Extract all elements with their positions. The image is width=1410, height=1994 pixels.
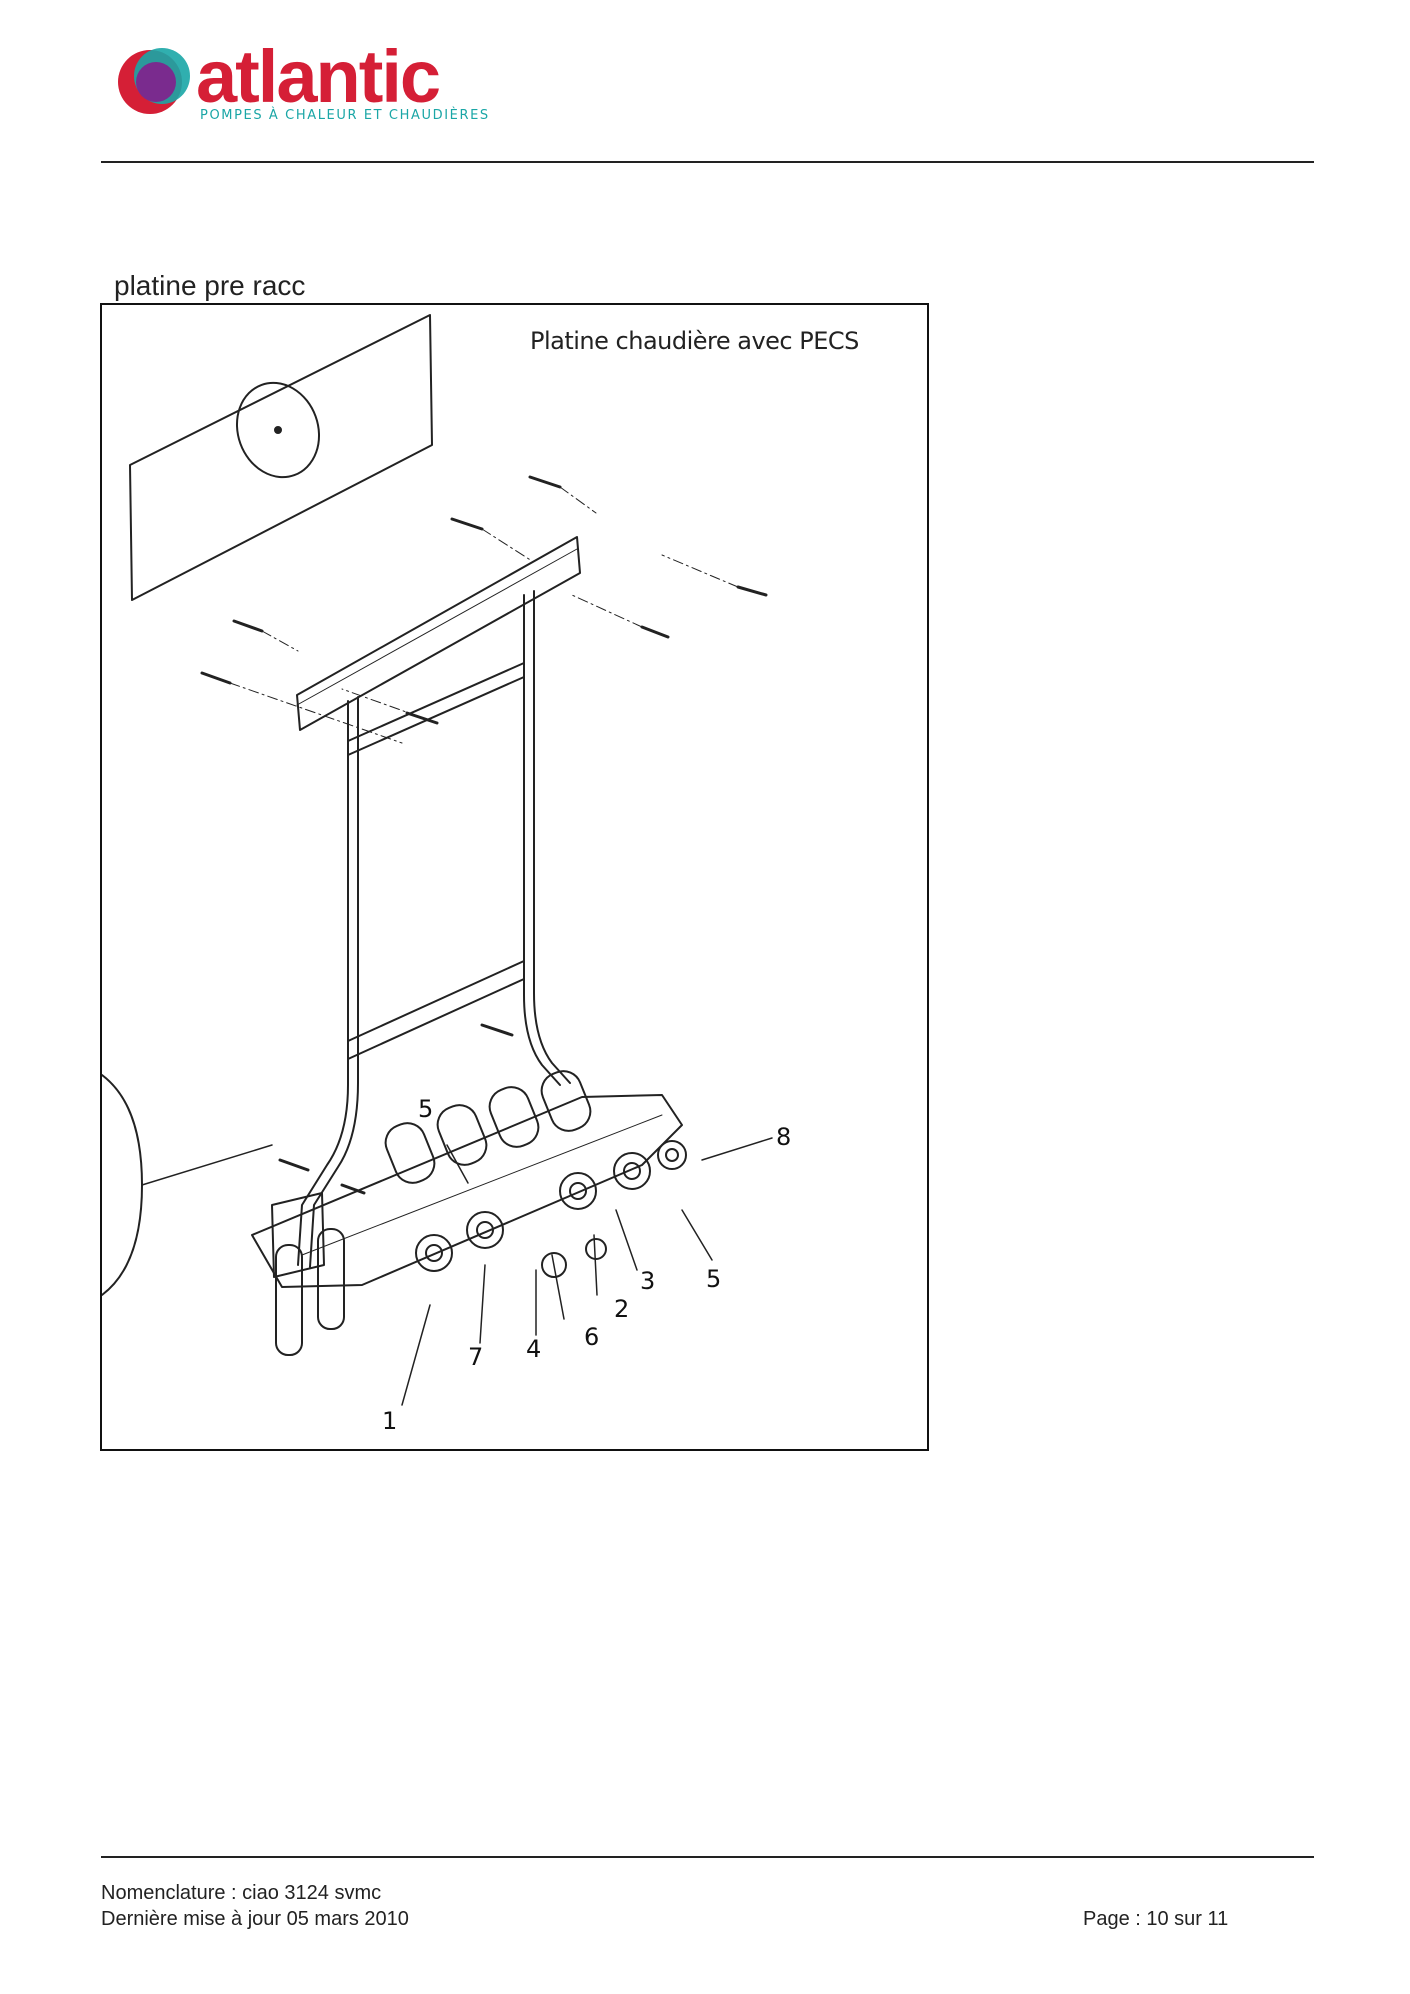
callout-label: 1 [382,1407,398,1435]
callout-label: 8 [776,1123,792,1151]
callout-label: 4 [526,1335,542,1363]
valves [415,1140,687,1278]
callout-label: 3 [640,1267,656,1295]
callout-label: 5 [418,1095,434,1123]
upper-bracket [296,536,581,731]
figure-caption: Platine chaudière avec PECS [530,327,859,355]
pump-fragment [102,1074,143,1296]
left-rail [297,700,349,1266]
guide-lines [229,486,739,744]
brand-logo-mark [118,48,190,114]
brand-name: atlantic [196,35,441,118]
footer-page-number: Page : 10 sur 11 [1083,1908,1229,1930]
exploded-diagram: Platine chaudière avec PECS 5 8 5 3 2 6 … [100,303,929,1451]
callout-label: 7 [468,1343,484,1371]
brand-tagline: POMPES À CHALEUR ET CHAUDIÈRES [200,108,490,123]
footer-nomenclature: Nomenclature : ciao 3124 svmc [101,1882,382,1904]
mounting-template [129,314,433,601]
footer-divider [101,1856,1314,1858]
footer-updated: Dernière mise à jour 05 mars 2010 [101,1908,409,1930]
callout-leaders [401,1137,773,1406]
callout-label: 5 [706,1265,722,1293]
right-rail [523,594,561,1086]
pipe-stubs [275,1070,592,1356]
cross-bar-top [347,662,525,756]
wall-screws [200,475,768,1195]
section-title: platine pre racc [114,270,306,301]
callout-label: 2 [614,1295,630,1323]
diagram-drawing [102,314,773,1406]
side-plate [271,1192,325,1278]
brand-logo: atlantic POMPES À CHALEUR ET CHAUDIÈRES [112,35,492,128]
header-divider [101,161,1314,163]
template-hole [235,381,321,479]
callout-label: 6 [584,1323,600,1351]
cross-bar-bottom [347,960,525,1060]
